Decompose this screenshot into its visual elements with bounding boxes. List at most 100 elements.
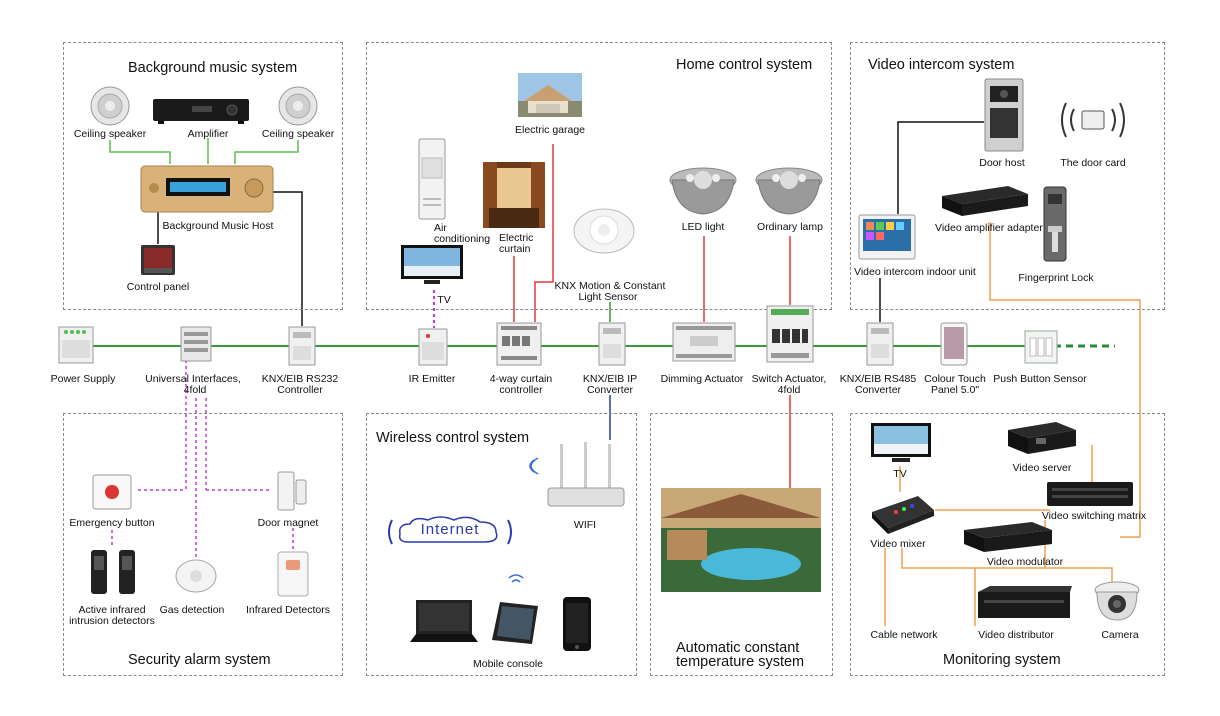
tv-icon: [400, 244, 464, 286]
tv-label: TV: [437, 294, 451, 306]
video-distributor-label: Video distributor: [978, 629, 1054, 641]
universal-label-2: 4fold: [183, 384, 207, 396]
mobile-signal-icon: [506, 572, 526, 588]
fingerprint-lock-label: Fingerprint Lock: [1018, 272, 1094, 284]
led-light-label: LED light: [681, 221, 725, 233]
control-panel-label: Control panel: [126, 281, 190, 293]
ordinary-lamp-icon: [754, 162, 824, 218]
internet-label: Internet: [420, 521, 480, 538]
led-light-icon: [668, 162, 738, 218]
pool-villa-image: [661, 488, 821, 592]
rs485-label-2: Converter: [854, 384, 902, 396]
amp-adapter-label: Video amplifier adapter: [935, 222, 1043, 234]
door-magnet-label: Door magnet: [257, 517, 319, 529]
switching-matrix-label: Video switching matrix: [1041, 510, 1147, 522]
rs232-label-2: Controller: [277, 384, 323, 396]
fingerprint-lock-icon: [1040, 186, 1070, 264]
indoor-unit-icon: [858, 214, 916, 260]
switch-actuator-icon: [766, 305, 814, 363]
ir-emitter-label: IR Emitter: [408, 373, 456, 385]
video-server-label: Video server: [1012, 462, 1072, 474]
rs485-converter-icon: [866, 322, 894, 366]
garage-icon: [518, 73, 582, 117]
wifi-router-icon: [546, 440, 626, 510]
switching-matrix-icon: [1046, 480, 1134, 508]
power-supply-label: Power Supply: [50, 373, 116, 385]
panel-video-intercom: [850, 42, 1165, 310]
universal-label-1: Universal Interfaces,: [145, 373, 241, 385]
ceiling-speaker-right-label: Ceiling speaker: [261, 128, 335, 140]
cable-network-label: Cable network: [870, 629, 938, 641]
touch-panel-label-2: Panel 5.0": [930, 384, 980, 396]
panel-title-wireless: Wireless control system: [376, 430, 530, 446]
door-card-label: The door card: [1060, 157, 1126, 169]
curtain-label-1: Electric: [499, 232, 534, 244]
internet-cloud-icon: [384, 512, 516, 552]
amp-adapter-icon: [938, 182, 1030, 218]
music-host-label: Background Music Host: [162, 220, 274, 232]
curtain-controller-icon: [496, 322, 542, 366]
video-server-icon: [1006, 418, 1078, 458]
motion-sensor-label-2: Light Sensor: [578, 291, 638, 303]
door-magnet-icon: [276, 470, 308, 512]
mobile-console-label: Mobile console: [472, 658, 544, 670]
ir-emitter-icon: [418, 328, 448, 366]
universal-interface-icon: [180, 326, 212, 362]
infrared-detector-icon: [276, 550, 310, 598]
switch-actuator-label-1: Switch Actuator,: [751, 373, 827, 385]
tablet-icon: [488, 600, 542, 646]
phone-icon: [562, 596, 592, 652]
panel-temperature: [650, 413, 833, 676]
panel-home-control: [366, 42, 832, 310]
air-conditioner-icon: [418, 138, 446, 220]
ceiling-speaker-left-icon: [88, 86, 132, 126]
panel-background-music: [63, 42, 343, 310]
curtain-icon: [483, 162, 545, 228]
indoor-unit-label: Video intercom indoor unit: [854, 266, 976, 278]
ip-converter-label-2: Converter: [586, 384, 634, 396]
wifi-router-label: WIFI: [573, 519, 597, 531]
push-button-label: Push Button Sensor: [993, 373, 1087, 385]
camera-label: Camera: [1101, 629, 1139, 641]
ip-converter-label-1: KNX/EIB IP: [582, 373, 638, 385]
touch-panel-label-1: Colour Touch: [924, 373, 986, 385]
video-mixer-icon: [868, 492, 936, 536]
video-modulator-icon: [962, 518, 1054, 554]
curtain-label-2: curtain: [499, 243, 531, 255]
panel-title-video-intercom: Video intercom system: [868, 57, 1015, 73]
camera-icon: [1092, 580, 1142, 624]
infrared-detector-label: Infrared Detectors: [245, 604, 331, 616]
active-infrared-icon: [90, 548, 136, 596]
amplifier-label: Amplifier: [187, 128, 229, 140]
emergency-button-icon: [92, 474, 132, 510]
wifi-signal-icon: [520, 456, 540, 476]
monitoring-tv-icon: [870, 422, 932, 464]
panel-title-monitoring: Monitoring system: [943, 652, 1061, 668]
door-host-label: Door host: [979, 157, 1025, 169]
touch-panel-icon: [940, 322, 968, 366]
emergency-button-label: Emergency button: [69, 517, 155, 529]
curtain-controller-label-1: 4-way curtain: [489, 373, 553, 385]
motion-sensor-label-1: KNX Motion & Constant: [554, 280, 666, 292]
ordinary-lamp-label: Ordinary lamp: [757, 221, 823, 233]
video-mixer-label: Video mixer: [870, 538, 926, 550]
door-host-icon: [984, 78, 1024, 152]
switch-actuator-label-2: 4fold: [777, 384, 801, 396]
video-distributor-icon: [976, 586, 1072, 622]
panel-title-temperature-1: Automatic constant: [676, 640, 800, 656]
panel-wireless: [366, 413, 637, 676]
push-button-icon: [1024, 330, 1058, 364]
panel-title-temperature-2: temperature system: [676, 654, 805, 670]
monitoring-tv-label: TV: [893, 468, 907, 480]
panel-title-background-music: Background music system: [128, 60, 298, 76]
door-card-icon: [1056, 95, 1130, 145]
active-infrared-label-1: Active infrared: [78, 604, 146, 616]
ceiling-speaker-left-label: Ceiling speaker: [73, 128, 147, 140]
air-cond-label-1: Air: [434, 222, 447, 234]
panel-security: [63, 413, 343, 676]
air-cond-label-2: conditioning: [434, 233, 491, 245]
dimming-actuator-label: Dimming Actuator: [660, 373, 744, 385]
panel-title-security: Security alarm system: [128, 652, 271, 668]
rs485-label-1: KNX/EIB RS485: [839, 373, 917, 385]
gas-detector-label: Gas detection: [159, 604, 225, 616]
